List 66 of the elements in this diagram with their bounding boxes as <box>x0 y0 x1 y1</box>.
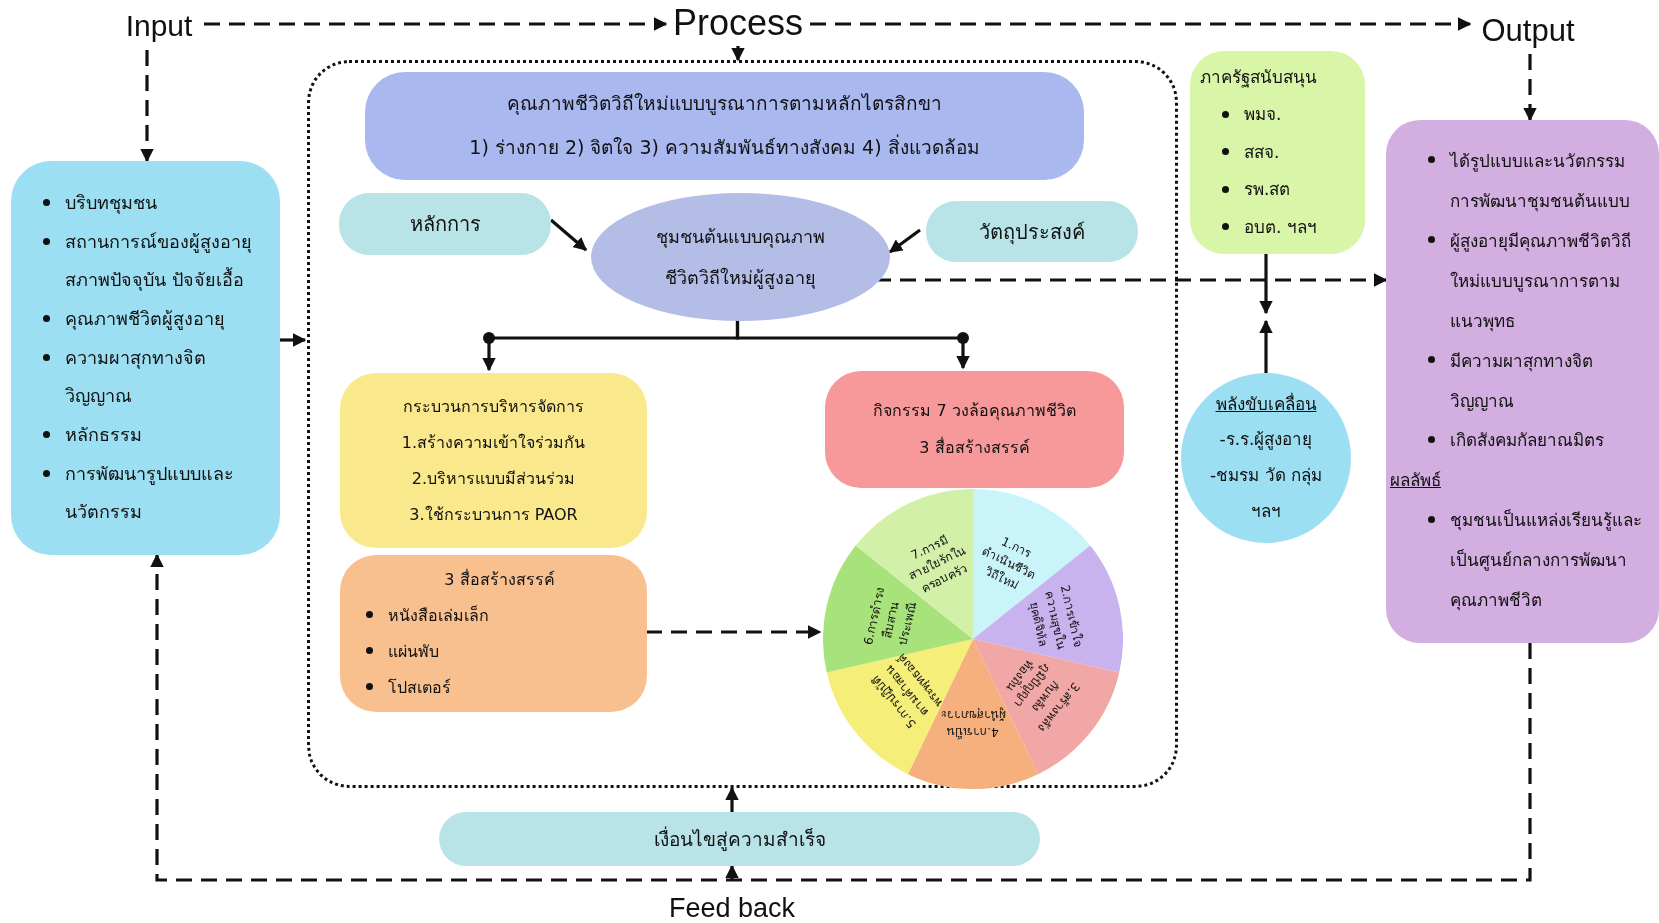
bullet-item: การพัฒนารูปแบบและนวัตกรรม <box>39 454 270 533</box>
box-text: คุณภาพชีวิตวิถีใหม่แบบบูรณาการตามหลักไตรสิกขา <box>506 91 943 117</box>
box-text: 1.สร้างความเข้าใจร่วมกัน <box>400 431 587 454</box>
bullet-item: แผ่นพับ <box>362 633 637 670</box>
arrow <box>731 46 745 62</box>
bullet-item: สสจ. <box>1218 133 1357 172</box>
stage-label: Feed back <box>668 892 796 923</box>
box-text: วัตถุประสงค์ <box>978 218 1086 247</box>
rounded-box <box>340 555 647 712</box>
box-heading: พลังขับเคลื่อน <box>1214 391 1318 416</box>
arrow <box>735 318 970 370</box>
arrow <box>725 864 739 880</box>
rounded-box <box>1190 51 1365 254</box>
box-text: -ชมรม วัด กลุ่ม ฯลฯ <box>1209 464 1323 523</box>
box-text: เงื่อนไขสู่ความสำเร็จ <box>652 825 827 853</box>
bullet-item: มีความผาสุกทางจิตวิญญาณ <box>1424 341 1643 422</box>
rounded-box <box>825 371 1124 488</box>
activity-wheel <box>823 489 1123 789</box>
box-text: ชุมชนต้นแบบคุณภาพชีวิตวิถีใหม่ผู้สูงอายุ <box>655 224 826 291</box>
arrow <box>280 333 307 347</box>
bullet-item: หนังสือเล่มเล็ก <box>362 597 637 634</box>
dashed-arrow <box>150 553 1532 882</box>
box-text: กิจกรรม 7 วงล้อคุณภาพชีวิต <box>872 399 1077 423</box>
box-text: 2.บริหารแบบมีส่วนร่วม <box>410 467 577 490</box>
bullet-item: เกิดสังคมกัลยาณมิตร <box>1424 421 1643 462</box>
dashed-arrow <box>1523 54 1537 122</box>
box-heading: ผลลัพธ์ <box>1390 469 1441 493</box>
bullet-item: พมจ. <box>1218 96 1357 134</box>
box-heading: 3 สื่อสร้างสรรค์ <box>443 568 556 591</box>
box-text: หลักการ <box>408 211 482 238</box>
dashed-arrow <box>646 625 822 639</box>
slice-label: 4.การเป็นผู้นำสุขภาวะ <box>940 707 1006 740</box>
dashed-arrow <box>204 17 668 31</box>
bullet-item: โปสเตอร์ <box>362 669 637 706</box>
box-text: -ร.ร.ผู้สูงอายุ <box>1218 428 1314 452</box>
slice-label: 6.การดำรงสืบสานประเพณี <box>860 585 920 649</box>
rounded-box <box>926 201 1138 262</box>
bullet-item: หลักธรรม <box>39 416 270 455</box>
bullet-item: อบต. ฯลฯ <box>1218 208 1357 246</box>
rounded-box <box>340 373 647 548</box>
bullet-item: บริบทชุมชน <box>39 183 270 223</box>
dashed-arrow <box>140 50 154 163</box>
rounded-box <box>1386 120 1659 643</box>
bullet-item: ชุมชนเป็นแหล่งเรียนรู้และเป็นศูนย์กลางการพัฒนาคุณภาพชีวิต <box>1424 501 1643 622</box>
bullet-item: ความผาสุกทางจิตวิญญาณ <box>39 338 270 417</box>
arrow <box>725 786 739 812</box>
bullet-item: ได้รูปแบบและนวัตกรรมการพัฒนาชุมชนต้นแบบ <box>1424 141 1643 222</box>
box-text: 3 สื่อสร้างสรรค์ <box>918 436 1031 459</box>
bullet-item: คุณภาพชีวิตผู้สูงอายุ <box>39 299 270 339</box>
arrow <box>549 218 588 252</box>
rounded-box <box>339 193 551 255</box>
arrow <box>888 228 921 254</box>
dashed-arrow <box>810 17 1472 31</box>
rounded-box <box>439 812 1040 866</box>
bullet-item: สถานการณ์ของผู้สูงอายุ สภาพปัจจุบัน ปัจจัยเอื้อ <box>39 222 270 300</box>
arrow <box>1259 254 1273 315</box>
rounded-box <box>11 161 280 555</box>
box-text: 1) ร่างกาย 2) จิตใจ 3) ความสัมพันธ์ทางสังคม 4) สิ่งแวดล้อม <box>468 133 981 160</box>
box-heading: ภาครัฐสนับสนุน <box>1200 66 1317 90</box>
rounded-box <box>365 72 1084 180</box>
arrow <box>1259 319 1273 373</box>
bullet-item: ผู้สูงอายุมีคุณภาพชีวิตวิถีใหม่แบบบูรณาการตามแนวพุทธ <box>1424 221 1643 342</box>
box-text: 3.ใช้กระบวนการ PAOR <box>408 503 579 526</box>
box-text: กระบวนการบริหารจัดการ <box>402 395 585 418</box>
dotted-frame <box>307 60 1178 788</box>
bullet-item: รพ.สต <box>1218 171 1357 209</box>
